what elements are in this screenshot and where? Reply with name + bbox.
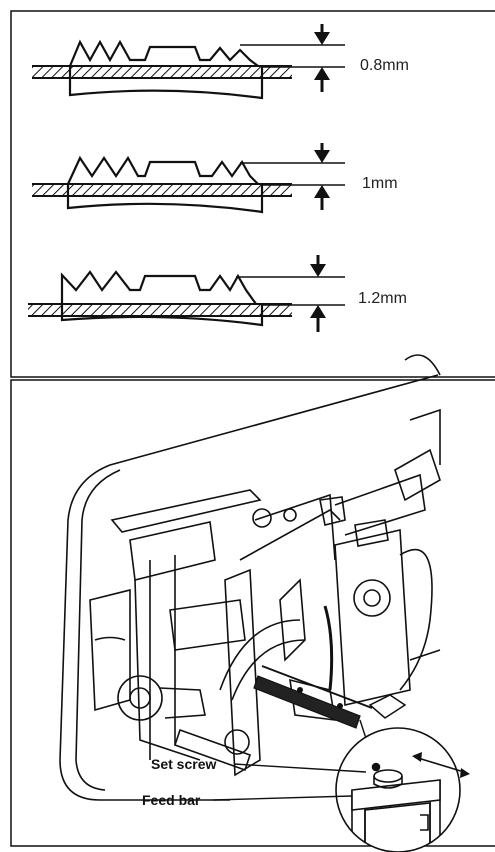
callout-leader-set-screw	[233, 763, 367, 773]
feed-bar-illustration	[253, 605, 407, 729]
feed-dog-teeth	[68, 39, 259, 67]
callout-feed-bar: Feed bar	[142, 792, 201, 808]
top-panel: 0.8mm 1mm	[10, 10, 495, 378]
throat-plate-hatch	[32, 66, 292, 78]
feed-dog-diagram-3: 1.2mm	[28, 255, 407, 332]
dimension-arrow-up	[314, 67, 330, 92]
height-label-2: 1mm	[362, 175, 398, 192]
adjustment-knob-icon	[353, 579, 391, 617]
callout-leader-feed-bar	[212, 795, 353, 801]
set-screw-head	[373, 769, 403, 783]
machine-illustration	[59, 354, 441, 801]
feed-dog-teeth	[67, 155, 259, 185]
dimension-arrow-down	[314, 143, 330, 163]
machine-bed-outline	[59, 374, 439, 801]
feed-dog-diagram-1: 0.8mm	[32, 24, 409, 100]
feed-dog-body	[68, 66, 264, 100]
throat-plate-hatch	[28, 304, 292, 316]
magnified-detail	[335, 727, 470, 852]
hinge-knob-icon	[117, 675, 163, 721]
adjust-direction-arrow-icon	[412, 752, 470, 778]
height-label-3: 1.2mm	[358, 290, 407, 307]
bottom-panel-frame	[10, 379, 495, 847]
dimension-arrow-up	[314, 185, 330, 210]
dimension-arrow-down	[314, 24, 330, 45]
feed-dog-body	[66, 184, 264, 214]
feed-bar-block	[351, 779, 441, 811]
top-panel-frame	[10, 10, 495, 378]
throat-plate-hatch	[32, 184, 292, 196]
cover-plate	[110, 489, 262, 533]
dimension-arrow-up	[310, 305, 326, 332]
callouts: Set screw Feed bar	[142, 756, 367, 808]
dimension-arrow-down	[310, 255, 326, 277]
bottom-panel: Set screw Feed bar	[10, 354, 495, 852]
feed-dog-teeth	[60, 270, 257, 305]
feed-dog-body	[60, 304, 264, 327]
feed-dog-diagram-2: 1mm	[32, 143, 398, 214]
height-label-1: 0.8mm	[360, 57, 409, 74]
callout-set-screw: Set screw	[151, 756, 216, 772]
